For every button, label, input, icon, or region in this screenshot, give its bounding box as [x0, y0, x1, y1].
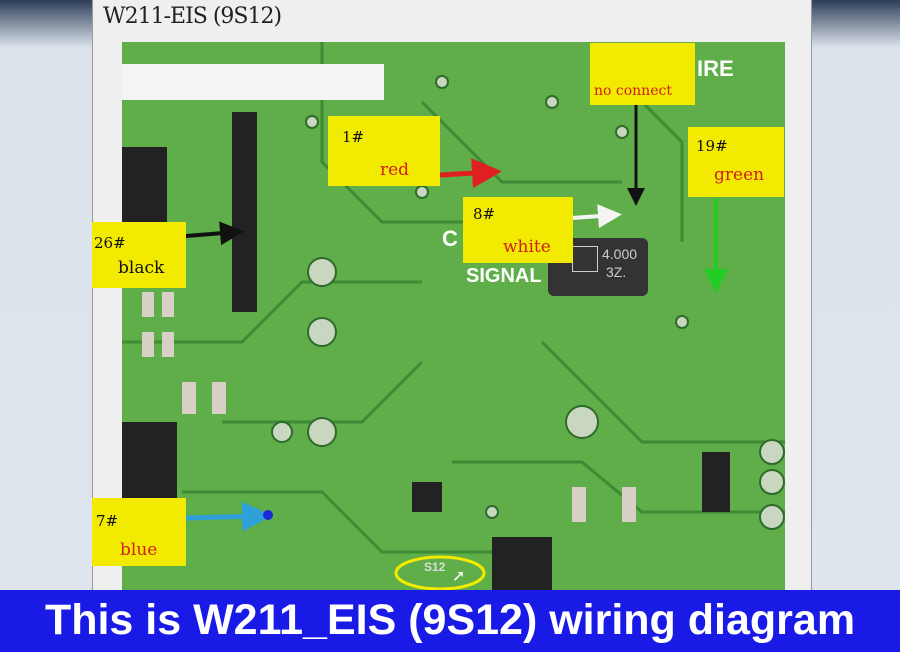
- blue-pin-dot: [263, 510, 273, 520]
- pin-number: 19#: [696, 137, 728, 155]
- pcb-text-chip: S12: [424, 560, 446, 574]
- label-pin-1-red: 1# red: [328, 116, 440, 186]
- pcb-text-ire: IRE: [697, 56, 734, 81]
- pcb-text-signal: SIGNAL: [466, 265, 542, 287]
- crystal-value: 4.000: [602, 246, 638, 262]
- pin-number: 7#: [96, 512, 119, 530]
- pin-number: 26#: [94, 234, 126, 252]
- mouse-cursor-icon: ➚: [452, 566, 466, 585]
- wire-color: white: [503, 237, 551, 257]
- right-background: [810, 0, 900, 590]
- wire-color: black: [118, 258, 165, 278]
- label-pin-7-blue: 7# blue: [92, 498, 186, 566]
- document-title: W211-EIS (9S12): [103, 4, 282, 29]
- left-background: [0, 0, 92, 590]
- pcb-text-c: C: [442, 226, 458, 251]
- crystal-sub: 3Z.: [606, 264, 627, 280]
- highlight-ellipse: [394, 555, 486, 590]
- arrow-blue: [185, 501, 272, 532]
- label-pin-8-white: 8# white: [463, 197, 573, 263]
- arrow-red: [439, 158, 502, 189]
- wire-color: red: [380, 160, 410, 180]
- label-pin-26-black: 26# black: [92, 222, 186, 288]
- video-caption: This is W211_EIS (9S12) wiring diagram: [0, 590, 900, 652]
- pin-note: no connect: [594, 83, 672, 99]
- redaction-box: [122, 64, 384, 100]
- arrow-layer: [185, 104, 728, 532]
- arrow-black: [185, 221, 244, 246]
- label-no-connect: no connect: [590, 43, 695, 105]
- label-pin-19-green: 19# green: [688, 127, 784, 197]
- pin-number: 1#: [342, 128, 365, 146]
- wire-color: green: [714, 165, 765, 185]
- arrow-white: [571, 204, 622, 229]
- wire-color: blue: [120, 540, 158, 560]
- pin-number: 8#: [473, 205, 496, 223]
